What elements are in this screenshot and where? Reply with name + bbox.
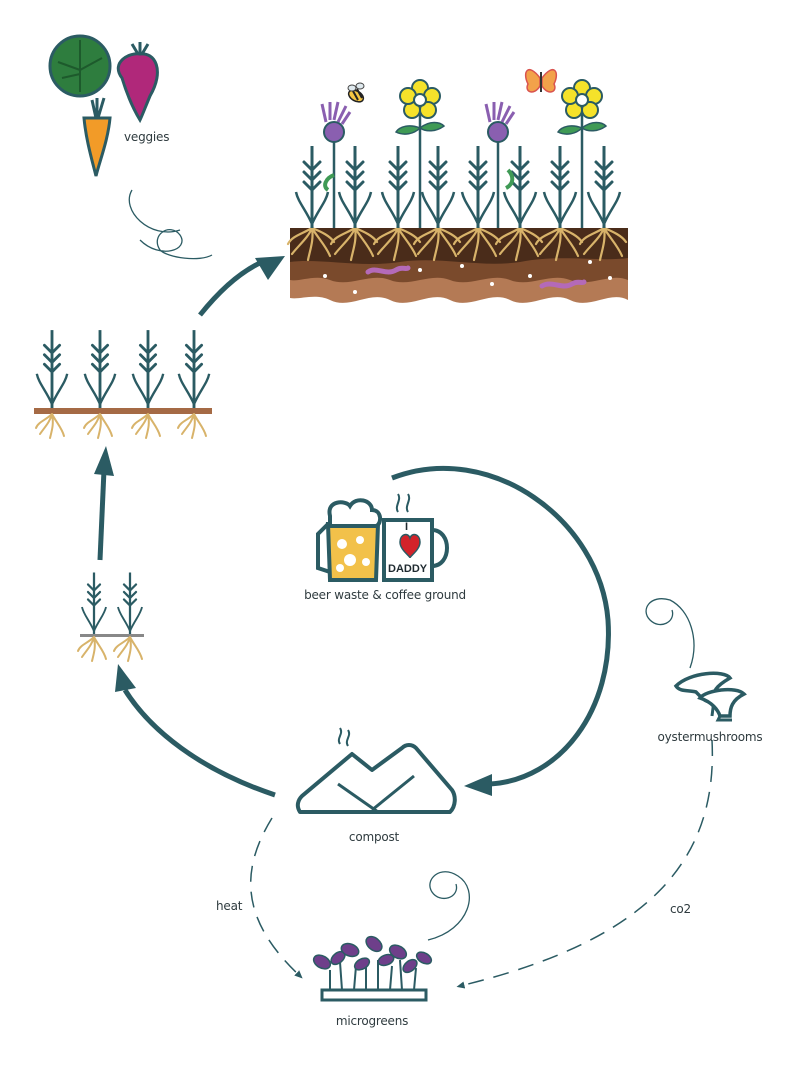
wheat-icon bbox=[296, 146, 328, 228]
seedling-icon bbox=[34, 330, 212, 438]
label-oystermushrooms: oystermushrooms bbox=[658, 730, 763, 744]
bee-icon bbox=[347, 83, 366, 104]
label-veggies: veggies bbox=[124, 130, 169, 144]
compost-icon bbox=[298, 728, 455, 812]
dashed-arrows bbox=[251, 740, 713, 986]
mug-text-i: I bbox=[405, 521, 408, 533]
mushroom-icon bbox=[676, 673, 744, 720]
label-beer-coffee: beer waste & coffee ground bbox=[304, 588, 466, 602]
mug-text-daddy: DADDY bbox=[388, 563, 427, 575]
beer-mug-icon bbox=[318, 500, 380, 580]
butterfly-icon bbox=[526, 70, 557, 92]
swirl-decoration-3 bbox=[428, 872, 469, 940]
field-icon bbox=[288, 70, 628, 303]
sprout-icon bbox=[78, 573, 144, 662]
label-heat: heat bbox=[216, 899, 242, 913]
microgreens-icon bbox=[311, 934, 433, 1000]
swirl-decoration-2 bbox=[646, 599, 694, 668]
veggies-icon bbox=[50, 36, 157, 176]
label-microgreens: microgreens bbox=[336, 1014, 408, 1028]
swirl-decoration bbox=[129, 190, 212, 259]
label-compost: compost bbox=[349, 830, 399, 844]
label-co2: co2 bbox=[670, 902, 691, 916]
